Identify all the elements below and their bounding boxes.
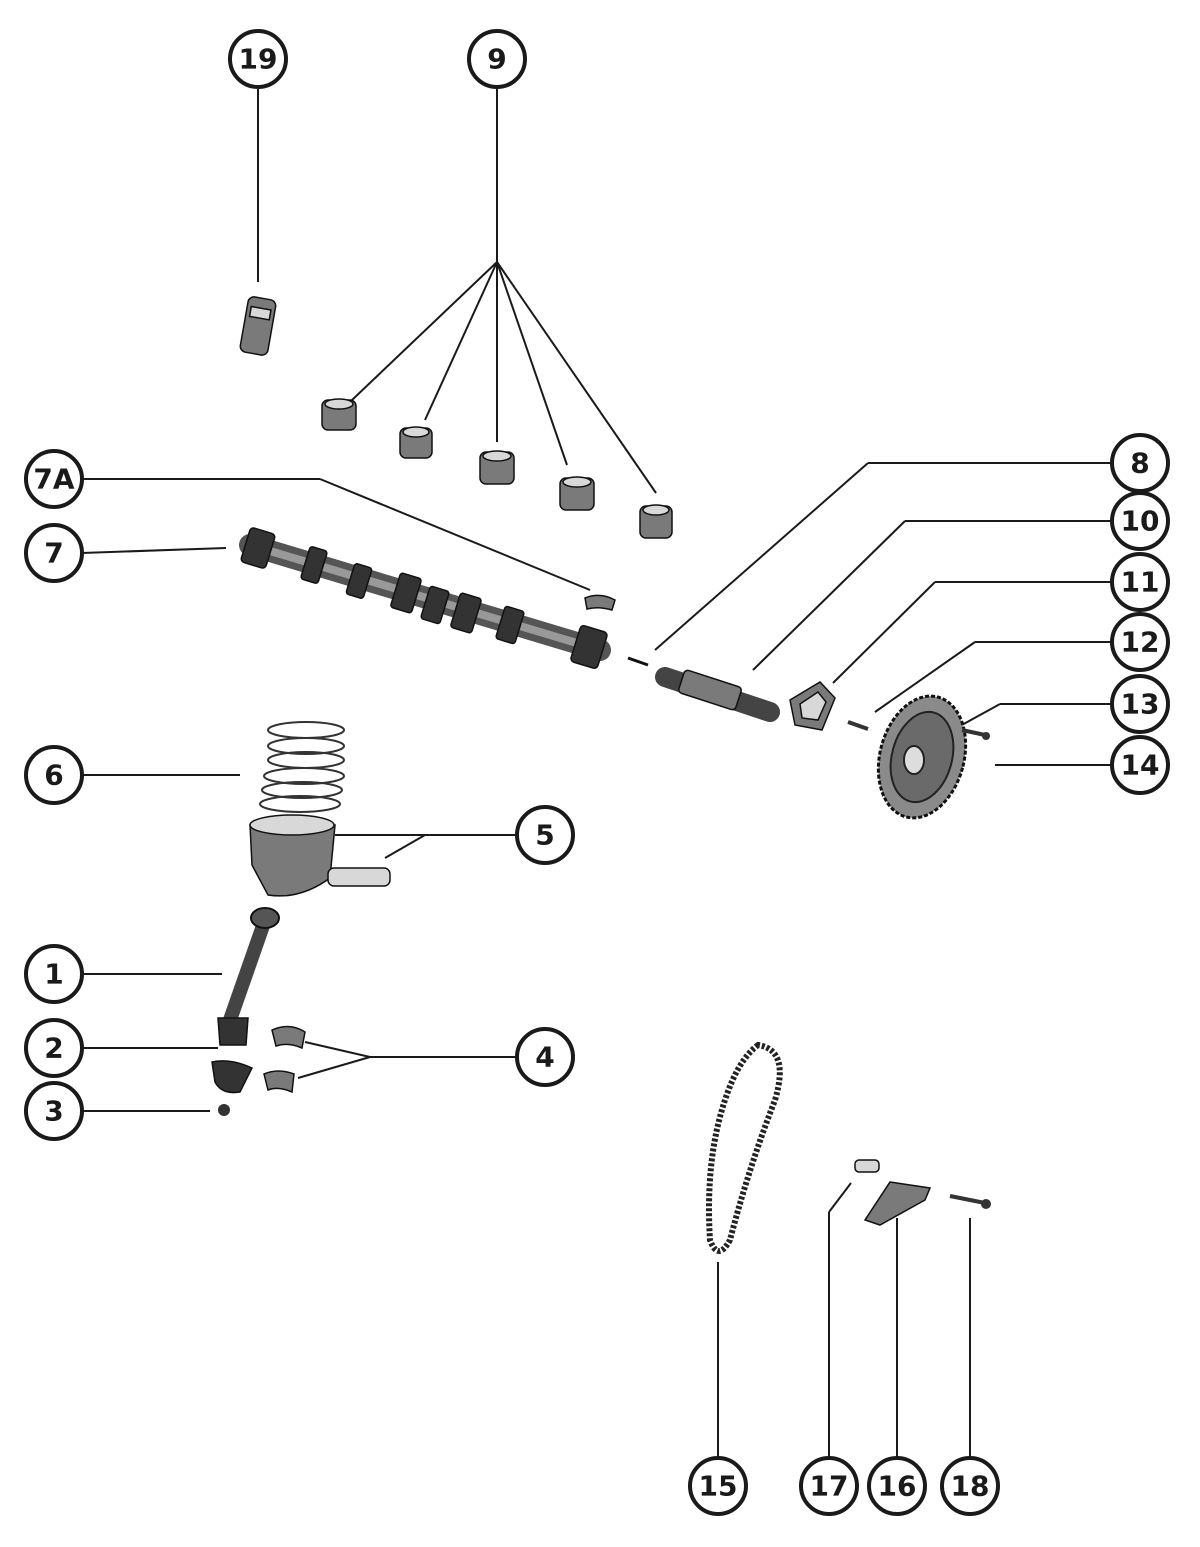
screw-part	[847, 720, 869, 731]
chain-tensioner-part	[863, 1181, 932, 1226]
callout-1: 1	[24, 944, 84, 1004]
callout-14: 14	[1110, 735, 1170, 795]
callout-16: 16	[867, 1456, 927, 1516]
callout-1-label: 1	[44, 958, 63, 991]
callout-12: 12	[1110, 612, 1170, 672]
callout-7a: 7A	[24, 449, 84, 509]
callout-3-label: 3	[44, 1095, 63, 1128]
callout-7a-label: 7A	[33, 463, 74, 496]
valve-lifter-part	[239, 296, 277, 356]
dowel-pin-part	[627, 656, 649, 667]
callout-18-label: 18	[951, 1470, 990, 1503]
piston-pin-part	[327, 867, 391, 887]
tensioner-bolt-part	[949, 1194, 991, 1209]
callout-6: 6	[24, 745, 84, 805]
callout-8: 8	[1110, 433, 1170, 493]
callout-15: 15	[688, 1456, 748, 1516]
callout-4-label: 4	[535, 1041, 554, 1074]
thrust-plate-part	[789, 681, 836, 731]
callout-4: 4	[515, 1027, 575, 1087]
callout-17-label: 17	[810, 1470, 849, 1503]
cam-bearings-part	[321, 398, 673, 539]
callout-7: 7	[24, 523, 84, 583]
callout-9: 9	[467, 29, 527, 89]
rod-bearings-part	[263, 1025, 306, 1094]
camshaft-part	[239, 527, 611, 670]
callout-6-label: 6	[44, 759, 63, 792]
callout-19: 19	[228, 29, 288, 89]
callout-17: 17	[799, 1456, 859, 1516]
callout-18: 18	[940, 1456, 1000, 1516]
callout-2: 2	[24, 1018, 84, 1078]
callout-13-label: 13	[1121, 688, 1160, 721]
callout-7-label: 7	[44, 537, 63, 570]
callout-8-label: 8	[1130, 447, 1149, 480]
gear-shaft-part	[655, 667, 780, 722]
sprocket-bolt-part	[961, 728, 990, 740]
callout-9-label: 9	[487, 43, 506, 76]
leader-lines	[81, 88, 1112, 1459]
camshaft-sprocket-part	[876, 694, 968, 820]
callout-3: 3	[24, 1081, 84, 1141]
callout-11-label: 11	[1121, 566, 1160, 599]
callout-15-label: 15	[699, 1470, 738, 1503]
callout-14-label: 14	[1121, 749, 1160, 782]
piston-rings-part	[259, 721, 345, 813]
callout-5: 5	[515, 805, 575, 865]
callout-10-label: 10	[1121, 505, 1160, 538]
callout-10: 10	[1110, 491, 1170, 551]
connecting-rod-part	[217, 907, 280, 1046]
callout-16-label: 16	[878, 1470, 917, 1503]
timing-chain-part	[706, 1041, 783, 1254]
callout-2-label: 2	[44, 1032, 63, 1065]
rod-cap-part	[211, 1060, 254, 1094]
callout-19-label: 19	[239, 43, 278, 76]
piston-part	[249, 814, 336, 897]
callout-12-label: 12	[1121, 626, 1160, 659]
camshaft-key-part	[584, 594, 616, 611]
rod-nut-part	[218, 1104, 230, 1116]
tensioner-pin-part	[854, 1159, 880, 1173]
callout-11: 11	[1110, 552, 1170, 612]
callout-5-label: 5	[535, 819, 554, 852]
callout-13: 13	[1110, 674, 1170, 734]
